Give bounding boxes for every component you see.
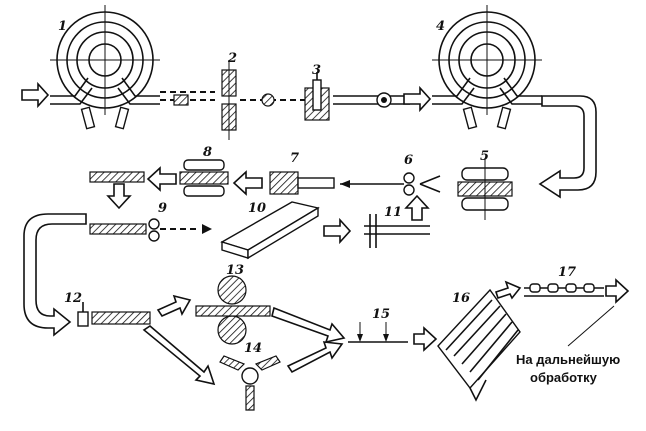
step-16-storage-rack: [437, 288, 521, 402]
step-8-label: 8: [203, 145, 212, 160]
step-11-label: 11: [384, 205, 402, 220]
step-16-label: 16: [452, 291, 470, 306]
step-5-rolling-stand: [457, 158, 513, 220]
arrow-up-to-6: [404, 194, 430, 221]
return-arrow-right: [538, 95, 597, 199]
step-13-rolls: [195, 275, 271, 345]
arrow-12-to-14: [142, 324, 216, 386]
step-12-straightener: [77, 302, 151, 327]
step-6-label: 6: [404, 153, 413, 168]
annotation-pointer: [567, 305, 615, 347]
step-6-pinch-rolls: [403, 172, 441, 196]
step-2-label: 2: [227, 51, 237, 66]
step-10-cooling-bed: [220, 201, 320, 260]
return-arrow-left: [23, 213, 87, 337]
arrow-13-to-15: [271, 306, 346, 344]
arrow-10-to-11: [323, 217, 352, 245]
entry-arrow: [21, 81, 50, 109]
step-10-label: 10: [248, 201, 266, 216]
arrow-12-to-13: [156, 294, 192, 318]
step-15-inspection: [348, 322, 408, 343]
step-11-saw: [364, 214, 430, 248]
step-15-label: 15: [372, 307, 390, 322]
step-17-conveyor: [524, 283, 604, 297]
step-3-label: 3: [312, 63, 321, 78]
step-1-label: 1: [58, 19, 67, 34]
step-5-label: 5: [480, 149, 489, 164]
arrow-to-step-4: [403, 85, 432, 113]
step-9-label: 9: [158, 201, 167, 216]
exit-arrow: [605, 278, 630, 304]
arrow-7-to-8: [232, 170, 263, 196]
step-2-rolls: [221, 60, 237, 140]
step-14-three-roll-mill: [219, 355, 281, 411]
arrow-15-to-16: [413, 326, 438, 352]
step-13-label: 13: [226, 263, 244, 278]
arrow-14-to-15: [286, 341, 344, 374]
step-8-reeling-mill: [179, 159, 229, 197]
step-9-sizing-rolls: [148, 218, 160, 242]
step-12-label: 12: [64, 291, 82, 306]
step-7-mandrel-press: [269, 171, 335, 195]
step-1-ring-furnace: [50, 5, 160, 130]
step-14-label: 14: [244, 341, 262, 356]
arrow-8-left: [146, 166, 177, 192]
annotation-line-1: На дальнейшую: [516, 352, 620, 367]
arrow-down-to-9: [106, 183, 132, 210]
annotation-line-2: обработку: [530, 370, 598, 385]
arrow-16-to-17: [494, 280, 522, 300]
step-7-label: 7: [290, 151, 299, 166]
step-4-label: 4: [436, 19, 445, 34]
step-3-piercing-press: [304, 72, 330, 121]
step-4-ring-furnace: [432, 5, 542, 130]
step-17-label: 17: [558, 265, 576, 280]
